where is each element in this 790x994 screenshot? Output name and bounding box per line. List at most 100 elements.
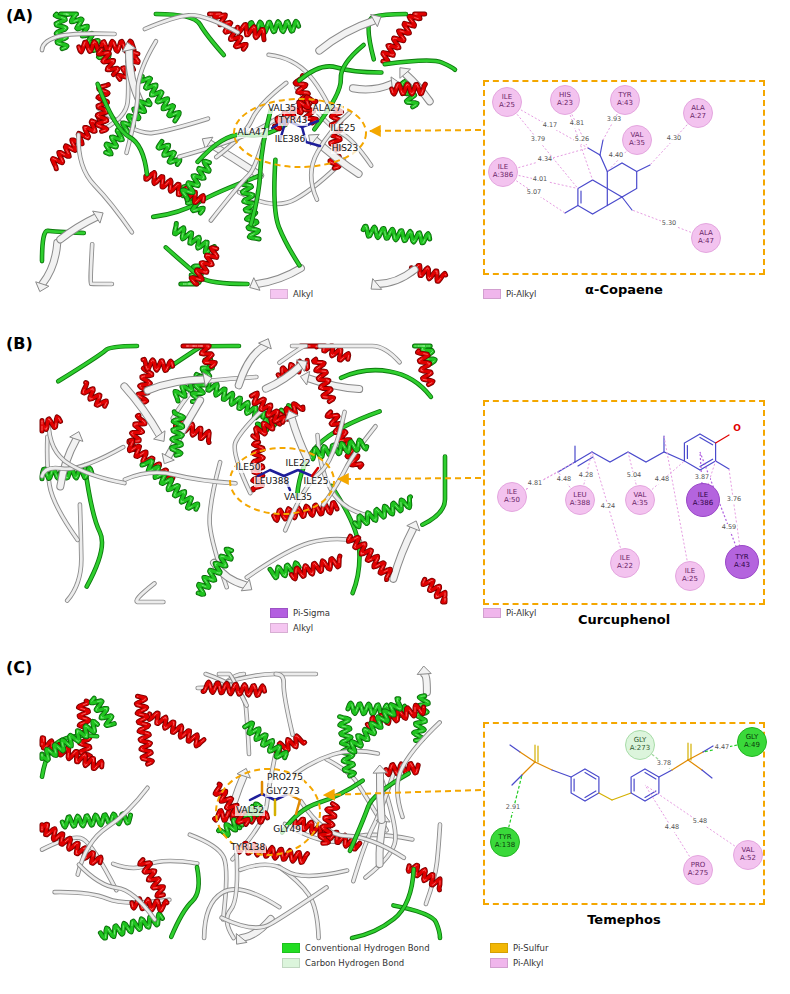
protein-ribbon: [137, 583, 164, 602]
legend-item: Conventional Hydrogen Bond: [282, 942, 430, 954]
ligand-structure: [633, 779, 634, 791]
distance-label: 3.76: [726, 496, 742, 503]
protein-ribbon: [314, 359, 334, 401]
protein-ribbon: [320, 346, 400, 362]
protein-ribbon: [426, 825, 440, 905]
protein-ribbon: [371, 15, 381, 27]
legend-item: Pi-Alkyl: [483, 607, 536, 619]
protein-ribbon: [148, 380, 205, 391]
protein-ribbon: [55, 14, 67, 49]
protein-ribbon: [291, 556, 340, 579]
residue-label: VAL35: [267, 104, 297, 113]
ligand-structure: [592, 452, 684, 462]
protein-ribbon: [198, 549, 231, 594]
protein-ribbon: [55, 892, 170, 903]
protein-ribbon: [353, 84, 392, 90]
interaction-line: [507, 102, 578, 189]
legend-swatch: [282, 958, 300, 968]
protein-ribbon: [392, 84, 426, 94]
protein-ribbon: [171, 867, 198, 937]
protein-ribbon: [257, 268, 301, 284]
protein-ribbon: [182, 161, 209, 200]
residue-name: ILE A:50: [504, 489, 520, 504]
protein-ribbon: [124, 386, 159, 435]
protein-ribbon: [251, 393, 284, 422]
pointer-arrow: [338, 478, 481, 479]
residue-label: PRO275: [266, 773, 304, 782]
ligand-structure: [537, 746, 538, 762]
protein-ribbon: [198, 549, 231, 594]
protein-ribbon: [172, 412, 184, 455]
residue-circle: TYR A:138: [490, 827, 520, 857]
protein-ribbon: [350, 699, 401, 752]
distance-label: 5.30: [661, 220, 677, 227]
residue-label: TYR138: [230, 843, 266, 852]
highlight-ellipse: [234, 99, 366, 167]
protein-ribbon: [297, 360, 308, 372]
protein-ribbon: [203, 682, 264, 695]
protein-ribbon: [140, 76, 179, 121]
legend-swatch: [490, 958, 508, 968]
protein-ribbon: [42, 34, 115, 50]
protein-ribbon: [295, 751, 378, 774]
interaction-line: [645, 785, 748, 855]
protein-ribbon: [70, 432, 83, 442]
legend-item: Pi-Sigma: [270, 607, 330, 619]
protein-ribbon: [166, 247, 248, 284]
panel-letter: (C): [6, 658, 32, 677]
protein-ribbon: [47, 437, 77, 540]
ligand-structure: [688, 760, 702, 770]
protein-ribbon: [42, 243, 57, 284]
legend-swatch: [282, 943, 300, 953]
protein-ribbon: [423, 579, 445, 602]
residue-circle: TYR A:43: [725, 545, 759, 579]
protein-ribbon: [222, 888, 327, 928]
ligand-sticks: [274, 800, 277, 815]
protein-ribbon: [245, 723, 287, 758]
protein-ribbon: [400, 68, 411, 79]
ligand-sticks: [258, 470, 312, 476]
protein-ribbon: [320, 346, 400, 362]
residue-name: ILE A:25: [499, 94, 515, 109]
protein-ribbon: [140, 76, 179, 121]
protein-ribbon: [397, 722, 439, 817]
protein-ribbon: [266, 366, 301, 389]
residue-name: TYR A:43: [617, 92, 633, 107]
protein-ribbon: [138, 367, 152, 402]
protein-ribbon: [142, 461, 198, 510]
protein-ribbon: [257, 268, 301, 284]
protein-ribbon: [42, 417, 61, 431]
protein-ribbon: [183, 346, 215, 367]
protein-ribbon: [158, 142, 180, 165]
residue-label: ALA27: [312, 104, 343, 113]
protein-ribbon: [251, 393, 284, 422]
protein-ribbon: [377, 270, 414, 284]
protein-ribbon: [349, 536, 391, 580]
residue-label: ILE25: [303, 477, 330, 486]
protein-ribbon: [250, 278, 260, 291]
distance-label: 4.81: [569, 120, 585, 127]
protein-ribbon: [83, 383, 106, 407]
protein-ribbon: [42, 417, 61, 431]
residue-circle: ALA A:27: [683, 98, 713, 128]
protein-ribbon: [392, 84, 426, 94]
protein-ribbon: [350, 699, 401, 752]
ligand-structure: [585, 773, 596, 780]
legend-item: Alkyl: [270, 288, 313, 300]
residue-name: TYR A:138: [495, 834, 515, 849]
ligand-structure: [716, 435, 729, 443]
legend-text: Pi-Sulfur: [513, 943, 548, 953]
ligand-structure: [585, 791, 596, 798]
protein-ribbon: [215, 784, 248, 824]
legend-text: Alkyl: [293, 623, 313, 633]
protein-ribbon: [99, 49, 119, 74]
residue-label: VAL52: [235, 806, 265, 815]
panel-letter: (A): [6, 6, 33, 25]
distance-label: 5.26: [574, 136, 590, 143]
protein-ribbon: [240, 865, 347, 876]
compound-name: Temephos: [485, 912, 763, 927]
protein-ribbon: [78, 788, 148, 875]
protein-ribbon: [285, 411, 298, 421]
protein-ribbon: [168, 400, 200, 456]
